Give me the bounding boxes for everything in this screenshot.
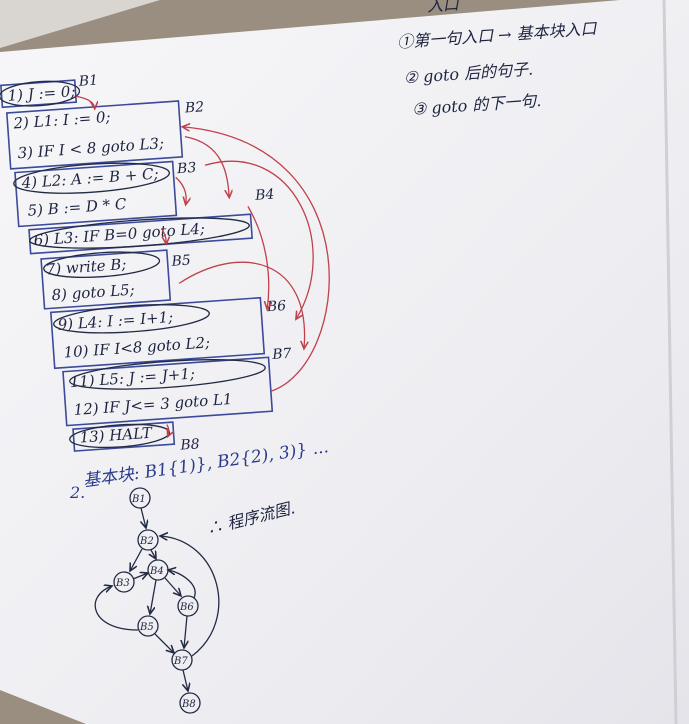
node-b1-label: B1 — [131, 494, 146, 505]
node-b7-label: B7 — [173, 656, 188, 667]
label-b8: B8 — [179, 436, 200, 453]
node-b5-label: B5 — [139, 622, 154, 633]
leader-ring-1 — [0, 80, 81, 107]
node-b8-label: B8 — [181, 699, 196, 710]
label-b5: B5 — [170, 253, 191, 270]
leader-ring-11 — [69, 359, 266, 390]
edge-b2-b4 — [151, 549, 156, 559]
code-line-7: 7) write B; — [45, 255, 127, 279]
jump-arrow-3 — [175, 176, 187, 206]
label-b1: B1 — [77, 73, 98, 90]
edge-b5-b7 — [154, 633, 174, 653]
block-box-b5 — [40, 249, 172, 310]
leader-ring-9 — [53, 304, 210, 334]
code-line-1: 1) J := 0; — [7, 82, 76, 105]
back-sheet — [0, 0, 160, 48]
node-b6-label: B6 — [179, 602, 194, 613]
edge-b5-b3-loop — [94, 586, 139, 631]
edge-b3-b4 — [132, 573, 148, 579]
code-line-13: 13) HALT — [79, 424, 153, 447]
node-b1 — [129, 487, 151, 509]
edge-b4-b6 — [164, 577, 181, 596]
edge-b6-b4-loop — [168, 570, 196, 599]
jump-arrow-7 — [182, 117, 330, 392]
edge-b7-b2-loop — [160, 536, 220, 657]
flow-graph-label: 2. — [69, 483, 85, 502]
jump-arrow-5 — [178, 261, 306, 357]
node-b2 — [137, 529, 159, 551]
block-box-b3 — [14, 160, 178, 228]
block-box-b7 — [62, 356, 274, 427]
node-b2-label: B2 — [139, 536, 154, 547]
edge-b2-b3 — [130, 548, 143, 571]
label-b4: B4 — [254, 187, 275, 204]
jump-arrow-6 — [204, 160, 314, 325]
node-b6 — [177, 595, 199, 617]
jump-arrow-4 — [247, 206, 271, 310]
edge-b4-b5 — [150, 579, 157, 614]
leader-ring-6 — [29, 217, 250, 249]
node-b3-label: B3 — [115, 578, 130, 589]
edge-b6-b7 — [184, 615, 187, 648]
node-b7 — [171, 649, 193, 671]
jump-arrow-1 — [75, 95, 95, 110]
jump-arrow-2 — [184, 135, 229, 201]
label-b2: B2 — [183, 99, 204, 116]
node-b5 — [137, 615, 159, 637]
node-b8 — [179, 692, 201, 714]
node-b4-label: B4 — [149, 566, 164, 577]
label-b3: B3 — [176, 160, 197, 177]
block-box-b1 — [0, 79, 78, 109]
leader-ring-7 — [43, 251, 161, 279]
rules-heading: 入口 — [426, 0, 460, 16]
edge-b7-b8 — [183, 669, 188, 691]
jump-arrow-9 — [166, 424, 169, 436]
label-b7: B7 — [271, 346, 292, 363]
paper-fold — [662, 0, 678, 724]
edge-b1-b2 — [141, 507, 146, 528]
leader-ring-4 — [13, 162, 171, 194]
node-b3 — [113, 571, 135, 593]
jump-arrow-8 — [160, 228, 166, 244]
code-line-8: 8) goto L5; — [51, 281, 135, 305]
